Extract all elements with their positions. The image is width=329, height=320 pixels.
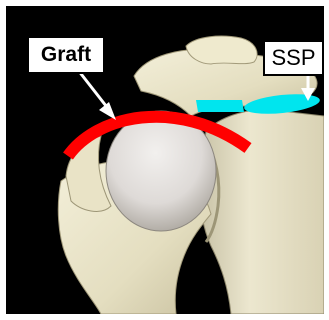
ssp-label: SSP bbox=[263, 40, 324, 76]
graft-label: Graft bbox=[27, 36, 105, 74]
coracoid bbox=[186, 36, 257, 64]
ssp-tendon-lateral bbox=[196, 100, 244, 112]
graft-arrow bbox=[78, 70, 116, 120]
scapula bbox=[200, 110, 324, 314]
